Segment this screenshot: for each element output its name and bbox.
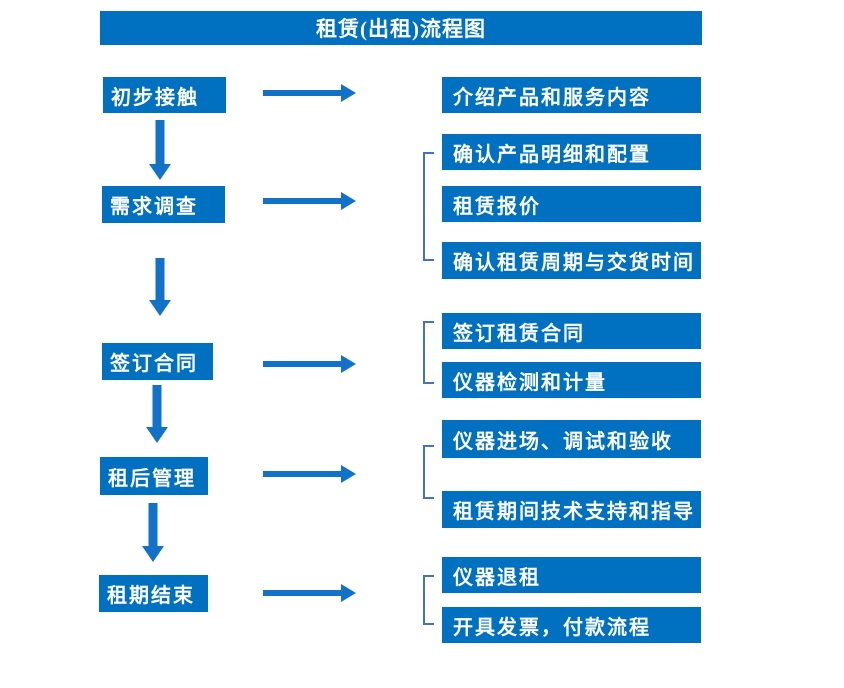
right-arrow-1 (263, 84, 356, 102)
right-arrow-shaft (263, 361, 342, 367)
right-arrow-head (341, 84, 356, 102)
down-arrow-head (142, 546, 164, 562)
down-arrow-3 (146, 385, 168, 443)
down-arrow-head (146, 427, 168, 443)
detail-box-tech-support: 租赁期间技术支持和指导 (442, 491, 701, 528)
bracket-demand-survey-group (423, 152, 434, 261)
detail-box-instrument-return: 仪器退租 (442, 557, 701, 593)
right-arrow-4 (263, 465, 356, 483)
down-arrow-2 (149, 258, 171, 316)
bracket-sign-contract-group (423, 321, 434, 384)
stage-box-initial-contact: 初步接触 (103, 77, 226, 113)
detail-box-sign-rental-contract: 签订租赁合同 (442, 313, 701, 349)
down-arrow-head (149, 300, 171, 316)
right-arrow-shaft (263, 90, 342, 96)
right-arrow-shaft (263, 198, 342, 204)
stage-box-post-rental-management: 租后管理 (100, 457, 208, 495)
stage-box-rental-end: 租期结束 (99, 575, 208, 612)
bracket-post-rental-group (423, 445, 434, 499)
detail-box-rental-quote: 租赁报价 (442, 186, 701, 222)
right-arrow-5 (263, 584, 356, 602)
right-arrow-shaft (263, 471, 342, 477)
right-arrow-3 (263, 355, 356, 373)
detail-box-invoice-payment: 开具发票，付款流程 (442, 607, 701, 643)
right-arrow-shaft (263, 590, 342, 596)
detail-box-instrument-setup: 仪器进场、调试和验收 (442, 420, 701, 458)
flowchart-title: 租赁(出租)流程图 (100, 11, 702, 45)
stage-box-demand-survey: 需求调查 (102, 186, 225, 223)
down-arrow-shaft (155, 120, 165, 165)
detail-box-instrument-testing: 仪器检测和计量 (442, 362, 701, 398)
stage-box-sign-contract: 签订合同 (102, 343, 213, 380)
right-arrow-head (341, 355, 356, 373)
detail-box-confirm-rental-period: 确认租赁周期与交货时间 (442, 242, 701, 279)
bracket-rental-end-group (423, 575, 434, 625)
right-arrow-head (341, 584, 356, 602)
down-arrow-head (149, 164, 171, 180)
down-arrow-shaft (148, 503, 158, 547)
right-arrow-2 (263, 192, 356, 210)
detail-box-introduce-products: 介绍产品和服务内容 (442, 77, 701, 113)
down-arrow-4 (142, 503, 164, 562)
detail-box-confirm-product-details: 确认产品明细和配置 (442, 134, 701, 170)
right-arrow-head (341, 465, 356, 483)
down-arrow-1 (149, 120, 171, 180)
down-arrow-shaft (152, 385, 162, 428)
right-arrow-head (341, 192, 356, 210)
down-arrow-shaft (155, 258, 165, 301)
